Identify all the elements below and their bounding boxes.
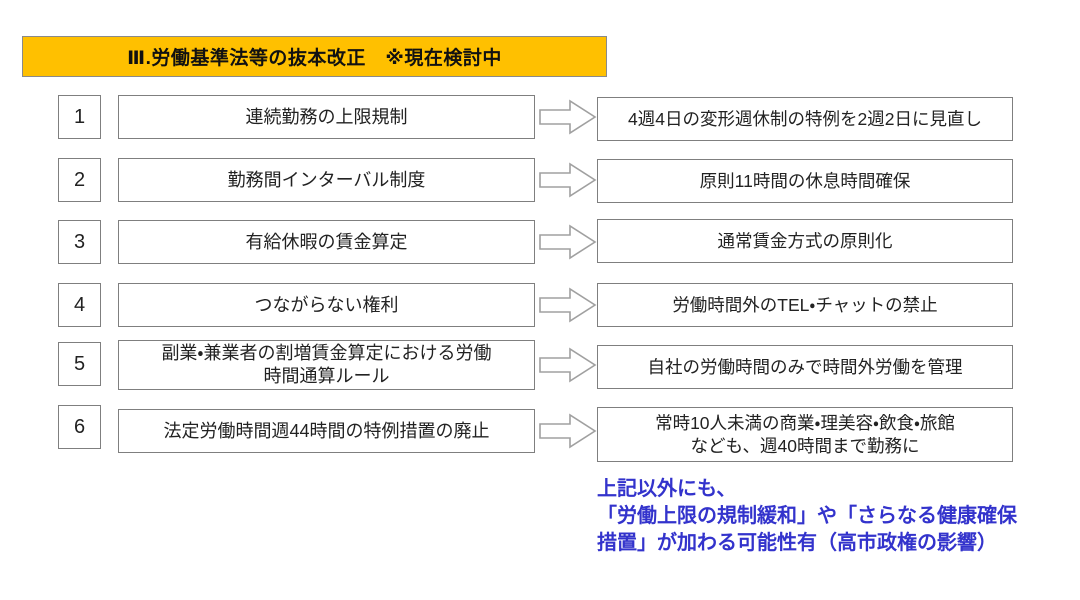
right-arrow-icon <box>539 287 597 323</box>
detail-box: 4週4日の変形週休制の特例を2週2日に見直し <box>597 97 1013 141</box>
right-arrow-icon <box>539 347 597 383</box>
detail-box: 自社の労働時間のみで時間外労働を管理 <box>597 345 1013 389</box>
row-number: 4 <box>58 283 101 327</box>
right-arrow-icon <box>539 224 597 260</box>
row-number: 1 <box>58 95 101 139</box>
footnote-text: 上記以外にも、 「労働上限の規制緩和」や「さらなる健康確保 措置」が加わる可能性… <box>597 478 1017 554</box>
row-number: 3 <box>58 220 101 264</box>
row-number: 2 <box>58 158 101 202</box>
detail-box: 原則11時間の休息時間確保 <box>597 159 1013 203</box>
topic-box: 法定労働時間週44時間の特例措置の廃止 <box>118 409 535 453</box>
topic-box: 連続勤務の上限規制 <box>118 95 535 139</box>
detail-box: 労働時間外のTEL・チャットの禁止 <box>597 283 1013 327</box>
row-number: 6 <box>58 405 101 449</box>
topic-box: 有給休暇の賃金算定 <box>118 220 535 264</box>
page-title: Ⅲ.労働基準法等の抜本改正 ※現在検討中 <box>22 36 607 77</box>
detail-box: 常時10人未満の商業・理美容・飲食・旅館 なども、週40時間まで勤務に <box>597 407 1013 462</box>
right-arrow-icon <box>539 99 597 135</box>
topic-box: 勤務間インターバル制度 <box>118 158 535 202</box>
right-arrow-icon <box>539 162 597 198</box>
topic-box: つながらない権利 <box>118 283 535 327</box>
detail-box: 通常賃金方式の原則化 <box>597 219 1013 263</box>
row-number: 5 <box>58 342 101 386</box>
topic-box: 副業・兼業者の割増賃金算定における労働 時間通算ルール <box>118 340 535 390</box>
right-arrow-icon <box>539 413 597 449</box>
